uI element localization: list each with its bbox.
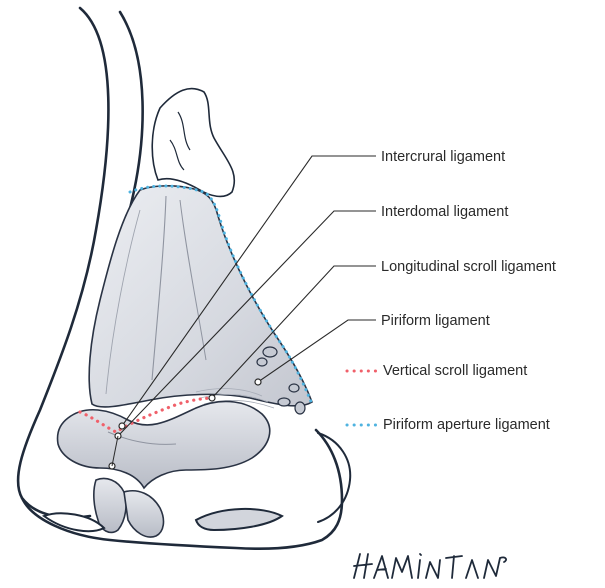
lower-lateral-cartilage [57,401,269,488]
label-piriform-ligament: Piriform ligament [381,312,490,330]
legend-label-piriform-aperture: Piriform aperture ligament [383,416,550,434]
label-intercrural-ligament: Intercrural ligament [381,148,505,166]
nasal-bones [152,89,234,197]
artist-signature [350,548,510,584]
legend-piriform-aperture-ligament: Piriform aperture ligament [345,416,550,434]
legend-swatch-vertical-scroll [345,368,379,374]
label-longitudinal-scroll-ligament: Longitudinal scroll ligament [381,258,556,276]
upper-lateral-cartilage [89,186,312,407]
legend-swatch-piriform-aperture [345,422,379,428]
label-interdomal-ligament: Interdomal ligament [381,203,508,221]
legend-vertical-scroll-ligament: Vertical scroll ligament [345,362,527,380]
legend-label-vertical-scroll: Vertical scroll ligament [383,362,527,380]
